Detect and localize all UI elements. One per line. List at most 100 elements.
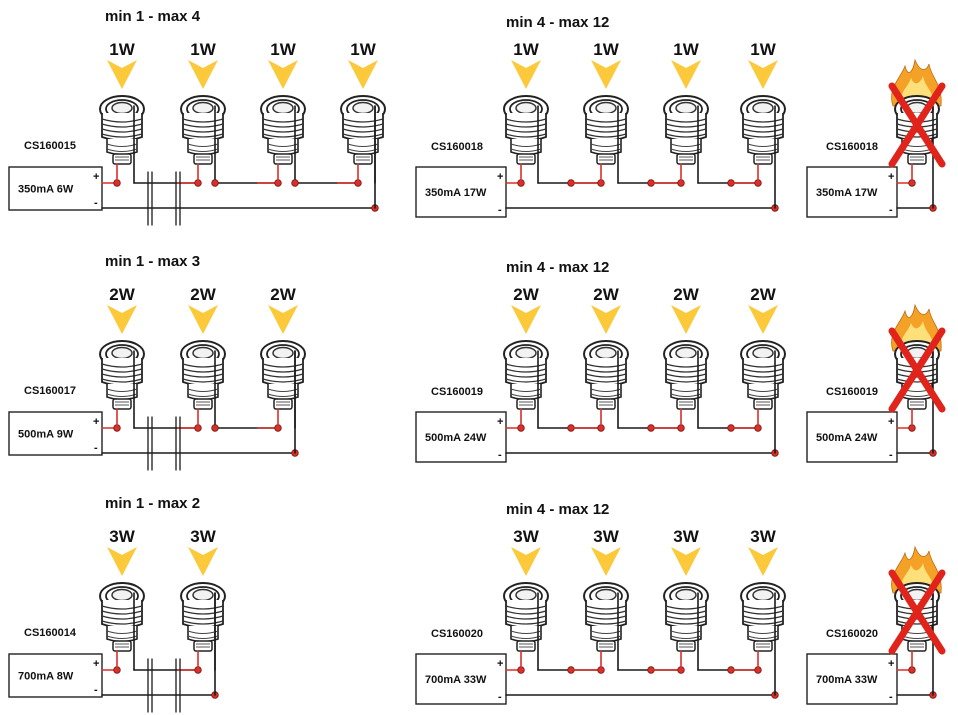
downlight-fixture-icon — [740, 95, 786, 165]
driver-unit: 350mA 17W+- — [806, 166, 898, 218]
wrong-example: CS160019 500mA 24W + - — [806, 303, 946, 463]
red-cross-icon — [888, 327, 946, 413]
range-label: min 4 - max 12 — [506, 259, 609, 276]
downlight-arrow-icon — [671, 60, 701, 89]
product-code: CS160020 — [431, 628, 483, 640]
downlight-fixture-icon — [180, 340, 226, 410]
product-code: CS160018 — [826, 141, 878, 153]
downlight-fixture-icon — [503, 340, 549, 410]
driver-box-icon — [415, 166, 507, 218]
minus-terminal-label: - — [94, 442, 98, 454]
driver-label: 700mA 8W — [18, 671, 74, 683]
downlight-arrow-icon — [268, 305, 298, 334]
wattage-label: 2W — [190, 285, 216, 304]
driver-label: 500mA 24W — [816, 432, 878, 444]
downlight-fixture-icon — [260, 340, 306, 410]
downlight-arrow-icon — [188, 547, 218, 576]
driver-box-icon — [8, 653, 103, 698]
downlight-fixture-icon — [99, 582, 145, 652]
minus-terminal-label: - — [889, 449, 893, 461]
wattage-label: 1W — [350, 40, 376, 59]
driver-box-icon — [806, 166, 898, 218]
product-code: CS160019 — [826, 386, 878, 398]
driver-unit: 500mA 24W+- — [415, 411, 507, 463]
downlight-fixture-icon — [740, 582, 786, 652]
driver-label: 500mA 9W — [18, 429, 74, 441]
driver-box-icon — [415, 653, 507, 705]
downlight-fixture-icon — [340, 95, 386, 165]
driver-box-icon — [806, 411, 898, 463]
downlight-fixture-icon — [503, 95, 549, 165]
wattage-label: 1W — [270, 40, 296, 59]
product-code: CS160014 — [24, 627, 77, 639]
downlight-arrow-icon — [188, 305, 218, 334]
downlight-arrow-icon — [748, 60, 778, 89]
plus-terminal-label: + — [888, 658, 894, 670]
downlight-arrow-icon — [268, 60, 298, 89]
row-1: min 1 - max 4 1W 1W 1W 1W CS160015 350mA 6W + - m… — [8, 8, 946, 226]
wattage-label: 2W — [750, 285, 776, 304]
red-cross-stroke — [888, 82, 946, 168]
plus-terminal-label: + — [497, 171, 503, 183]
driver-unit: 350mA 17W+- — [415, 166, 507, 218]
plus-terminal-label: + — [497, 658, 503, 670]
driver-label: 350mA 6W — [18, 184, 74, 196]
plus-terminal-label: + — [93, 416, 99, 428]
wattage-label: 1W — [593, 40, 619, 59]
red-cross-stroke — [888, 327, 946, 413]
downlight-fixture-icon — [740, 340, 786, 410]
junction-dot — [211, 179, 219, 187]
minus-terminal-label: - — [94, 197, 98, 209]
downlight-arrow-icon — [591, 60, 621, 89]
plus-terminal-label: + — [497, 416, 503, 428]
wattage-label: 3W — [190, 527, 216, 546]
junction-dot — [291, 179, 299, 187]
driver-box-icon — [8, 166, 103, 211]
downlight-fixture-icon — [663, 340, 709, 410]
range-label: min 4 - max 12 — [506, 14, 609, 31]
driver-unit: 700mA 33W+- — [806, 653, 898, 705]
driver-box-icon — [806, 653, 898, 705]
downlight-fixture-icon — [583, 582, 629, 652]
downlight-fixture-icon — [663, 95, 709, 165]
wattage-label: 2W — [673, 285, 699, 304]
minus-terminal-label: - — [889, 691, 893, 703]
red-cross-icon — [888, 82, 946, 168]
downlight-arrow-icon — [511, 60, 541, 89]
driver-unit: 700mA 8W+- — [8, 653, 103, 698]
downlight-arrow-icon — [107, 60, 137, 89]
wattage-label: 1W — [190, 40, 216, 59]
wattage-label: 3W — [513, 527, 539, 546]
downlight-arrow-icon — [748, 305, 778, 334]
product-code: CS160018 — [431, 141, 483, 153]
downlight-fixture-icon — [503, 582, 549, 652]
plus-terminal-label: + — [888, 416, 894, 428]
wattage-label: 3W — [109, 527, 135, 546]
downlight-fixture-icon — [180, 95, 226, 165]
product-code: CS160015 — [24, 140, 76, 152]
wattage-label: 1W — [750, 40, 776, 59]
wattage-label: 2W — [270, 285, 296, 304]
wattage-label: 3W — [673, 527, 699, 546]
minus-terminal-label: - — [498, 204, 502, 216]
downlight-fixture-icon — [99, 95, 145, 165]
range-label: min 4 - max 12 — [506, 501, 609, 518]
driver-unit: 500mA 24W + - — [806, 411, 898, 463]
driver-box-icon — [415, 411, 507, 463]
range-label: min 1 - max 4 — [105, 8, 201, 25]
downlight-fixture-icon — [99, 340, 145, 410]
minus-terminal-label: - — [94, 684, 98, 696]
minus-terminal-label: - — [498, 449, 502, 461]
driver-label: 700mA 33W — [425, 674, 487, 686]
product-code: CS160020 — [826, 628, 878, 640]
downlight-arrow-icon — [671, 547, 701, 576]
downlight-fixture-icon — [180, 582, 226, 652]
downlight-arrow-icon — [748, 547, 778, 576]
plus-terminal-label: + — [888, 171, 894, 183]
product-code: CS160017 — [24, 385, 76, 397]
red-cross-icon — [888, 569, 946, 655]
driver-label: 350mA 17W — [816, 187, 878, 199]
